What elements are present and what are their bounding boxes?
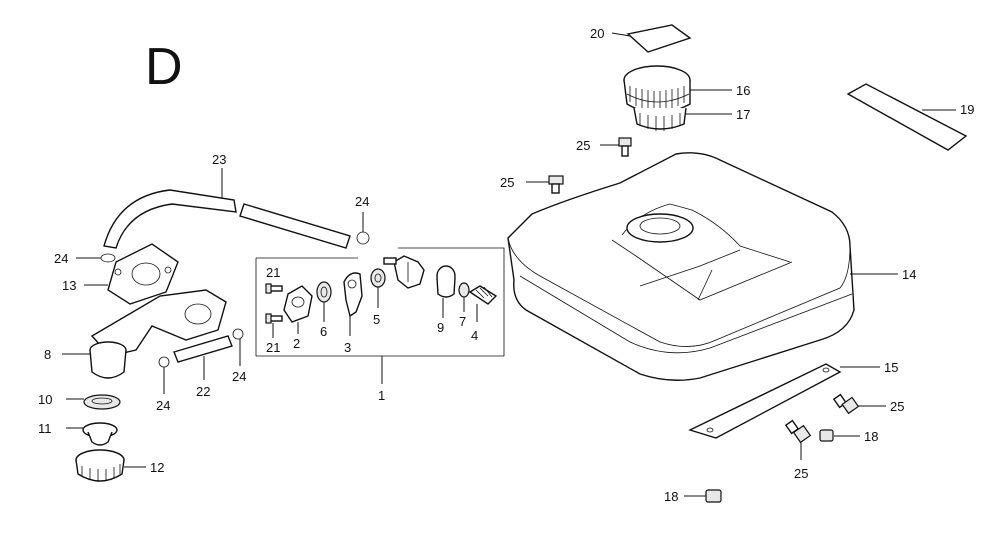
nut-18-bottom: 18 [664,489,722,504]
bolt-25-mid: 25 [500,175,564,194]
part-14-fuel-tank: 14 [507,152,916,381]
bolt-25-lower-right: 25 [832,393,904,415]
callout-2: 2 [293,336,300,351]
part-6-seal: 6 [316,281,332,339]
callout-11: 11 [38,421,52,436]
part-21-screw-lower: 21 [265,313,283,355]
callout-18-right: 18 [864,429,878,444]
part-21-screw-upper: 21 [265,265,283,294]
part-1-fuel-cock-assembly: 1 [255,247,505,403]
callout-21-upper: 21 [266,265,280,280]
callout-3: 3 [344,340,351,355]
callout-20: 20 [590,26,604,41]
callout-25-bottom: 25 [794,466,808,481]
callout-24-left: 24 [54,251,68,266]
callout-25-upper: 25 [576,138,590,153]
callout-24-center-right: 24 [232,369,246,384]
part-22-tube: 22 [173,335,233,399]
callout-1: 1 [378,388,385,403]
part-13-gasket: 13 [62,243,179,305]
part-7-o-ring: 7 [458,282,470,329]
part-5-washer: 5 [370,268,386,327]
callout-18-bottom: 18 [664,489,678,504]
callout-7: 7 [459,314,466,329]
part-12-cup: 12 [75,449,164,482]
part-19-decal: 19 [846,83,974,151]
clip-24-top: 24 [355,194,369,245]
callout-13: 13 [62,278,76,293]
callout-8: 8 [44,347,51,362]
part-16-fuel-cap [623,65,691,114]
part-9-bowl: 9 [436,265,456,335]
clip-24-center-left: 24 [156,356,170,413]
callout-15: 15 [884,360,898,375]
clip-24-center-right: 24 [232,328,246,384]
nut-18-right: 18 [819,429,878,444]
callout-5: 5 [373,312,380,327]
callout-21-lower: 21 [266,340,280,355]
part-3-lever: 3 [343,272,363,355]
clip-24-left: 24 [54,251,116,266]
part-15-strap: 15 [688,360,898,439]
part-10-gasket-ring: 10 [38,392,121,410]
callout-4: 4 [471,328,478,343]
callout-25-mid: 25 [500,175,514,190]
callout-14: 14 [902,267,916,282]
callout-23: 23 [212,152,226,167]
part-23-fuel-hose: 23 [103,152,351,249]
callout-6: 6 [320,324,327,339]
part-17-strainer [633,107,687,131]
bolt-25-upper: 25 [576,137,632,157]
part-8-bracket: 8 [44,289,227,379]
callout-24-center-left: 24 [156,398,170,413]
callout-22: 22 [196,384,210,399]
callout-12: 12 [150,460,164,475]
callout-19: 19 [960,102,974,117]
callout-16: 16 [736,83,750,98]
callout-25-lower-right: 25 [890,399,904,414]
part-4-bolt: 4 [468,285,498,343]
fuel-cock-body [383,255,425,289]
callout-24-top: 24 [355,194,369,209]
callout-10: 10 [38,392,52,407]
part-20-label: 20 [590,24,692,53]
callout-9: 9 [437,320,444,335]
callout-17: 17 [736,107,750,122]
section-letter: D [145,38,183,96]
part-2-plate: 2 [283,285,313,351]
part-11-filter: 11 [38,421,118,446]
bolt-25-bottom: 25 [784,419,812,481]
